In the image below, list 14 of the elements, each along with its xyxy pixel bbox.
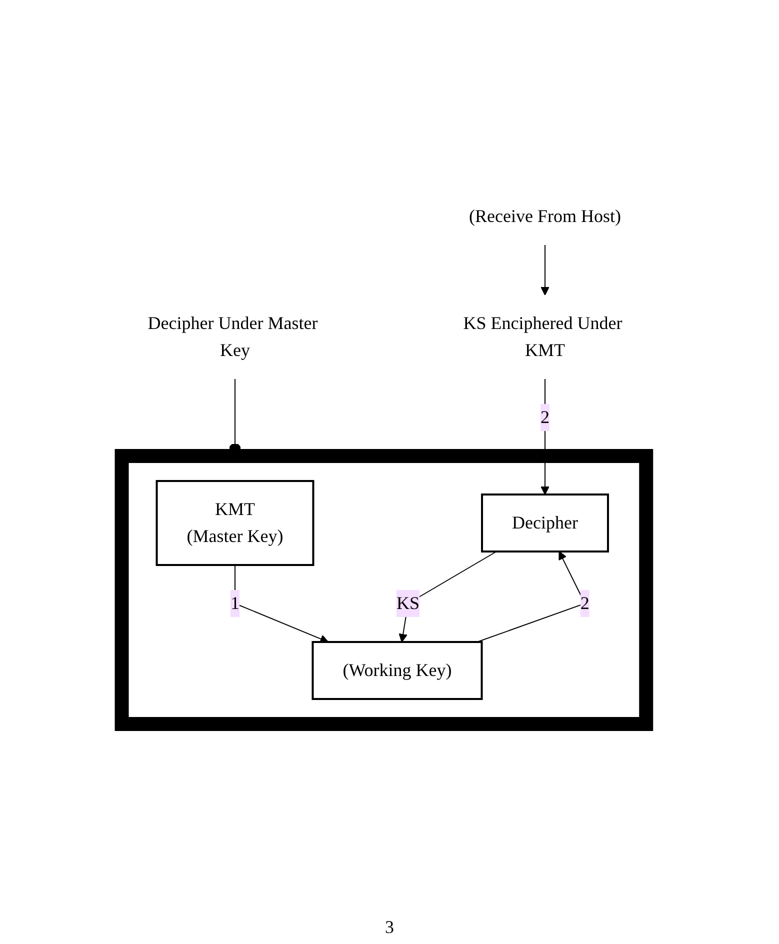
arrow	[540, 378, 549, 494]
edge-label: 1	[230, 592, 239, 612]
node-box: (Working Key)	[311, 640, 482, 700]
edge-label: KS	[396, 592, 420, 612]
arrow	[540, 244, 549, 295]
edge-label: 2	[580, 592, 589, 612]
step-number: 3	[385, 917, 394, 938]
node-text: KS Enciphered Under KMT	[462, 312, 622, 360]
node-text: Decipher Under Master Key	[147, 312, 318, 360]
node-box: Decipher	[480, 493, 608, 552]
node-box: KMT (Master Key)	[155, 480, 314, 566]
cluster	[114, 448, 653, 730]
edge-label: 2	[540, 406, 549, 426]
node-text: (Receive From Host)	[468, 206, 620, 226]
